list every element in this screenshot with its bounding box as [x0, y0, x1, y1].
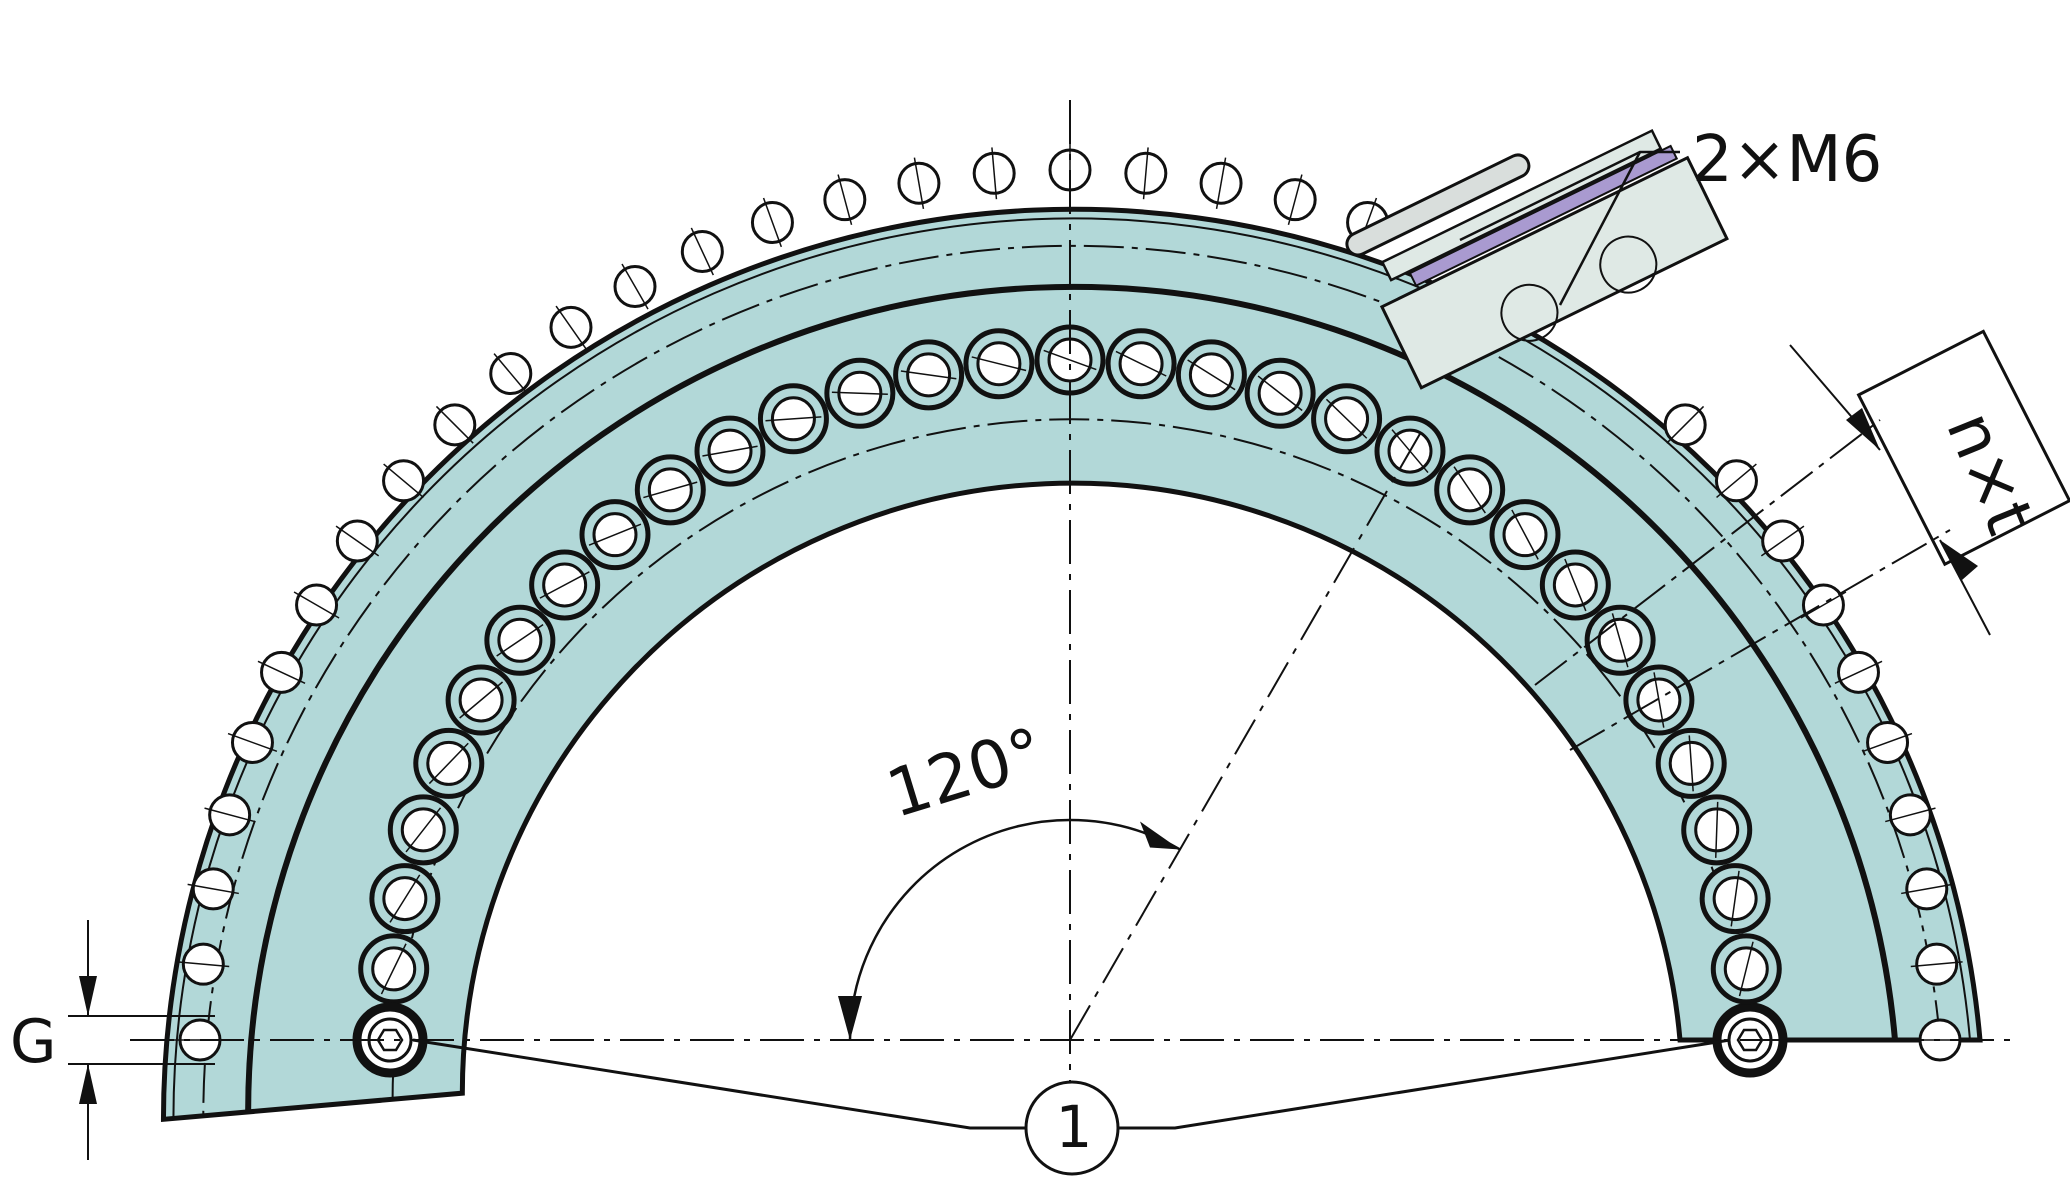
nt-arrow-top: [1846, 408, 1880, 450]
inner-bolt-hole: [445, 664, 517, 736]
outer-bolt-hole: [972, 147, 1016, 200]
outer-bolt-hole: [613, 263, 657, 310]
outer-bolt-hole: [1885, 793, 1936, 837]
inner-bolt-hole: [893, 339, 965, 411]
clamp-layer: [1345, 128, 1729, 390]
outer-bolt-hole: [293, 583, 340, 627]
inner-bolt-hole: [1584, 604, 1656, 676]
inner-bolt-hole: [1710, 933, 1782, 1005]
inner-bolt-hole: [413, 727, 485, 799]
outer-bolt-hole: [177, 942, 230, 986]
angle-arrowhead-left: [838, 996, 862, 1040]
nt-centerline-b: [1569, 529, 1951, 751]
outer-bolt-hole: [1760, 519, 1805, 563]
outer-bolt-hole: [382, 459, 426, 503]
outer-bolt-hole: [1714, 459, 1758, 503]
holes-layer: [174, 144, 1966, 1078]
inner-bolt-hole: [1699, 863, 1771, 935]
inner-bolt-hole: [579, 499, 651, 571]
inner-bolt-hole: [634, 454, 706, 526]
bearing-ring: [160, 206, 1983, 1123]
inner-bolt-hole: [1623, 664, 1695, 736]
inner-bolt-hole: [1681, 794, 1753, 866]
outer-bolt-hole: [750, 197, 794, 248]
outer-bolt-hole: [1901, 867, 1953, 911]
dimension-g-label: G: [10, 1007, 57, 1077]
inner-bolt-hole: [757, 383, 829, 455]
inner-bolt-hole: [1434, 454, 1506, 526]
outer-bolt-hole: [227, 720, 278, 764]
inner-bolt-hole: [352, 1002, 428, 1078]
angle-arc: [848, 818, 1181, 1041]
inner-bolt-hole: [1539, 549, 1611, 621]
outer-bolt-hole: [1663, 403, 1707, 447]
outer-bolt-hole: [1273, 174, 1317, 225]
inner-bolt-hole: [1244, 357, 1316, 429]
inner-bolt-hole: [1034, 324, 1106, 396]
outer-bolt-hole: [1124, 147, 1168, 200]
outer-bolt-hole: [897, 157, 941, 209]
outer-bolt-hole: [549, 305, 593, 350]
inner-bolt-hole: [1712, 1002, 1788, 1078]
outer-bolt-hole: [489, 352, 533, 396]
nt-arrow-bottom: [1940, 540, 1978, 580]
outer-bolt-hole: [257, 650, 306, 694]
angled-centerline: [1069, 433, 1421, 1041]
nt-dim-line-bottom: [1939, 539, 1991, 636]
outer-bolt-hole: [1862, 720, 1913, 764]
hole-spec-box: [1856, 329, 2070, 567]
outer-bolt-hole: [187, 867, 239, 911]
annotation-layer: [68, 100, 2070, 1176]
outer-bolt-hole: [1834, 650, 1883, 694]
ring-step-line: [245, 283, 1898, 1112]
inner-bolt-hole: [1311, 383, 1383, 455]
m6-leader-b: [1558, 151, 1642, 306]
inner-bolt-hole: [369, 863, 441, 935]
thread-callout-label: 2×M6: [1692, 123, 1883, 197]
inner-bolt-hole: [824, 357, 896, 429]
dim-g-arrow-top: [79, 976, 97, 1016]
outer-bolt-hole: [823, 174, 867, 225]
callout-leader-right: [1118, 1038, 1731, 1130]
outer-bolt-hole: [204, 793, 255, 837]
inner-bolt-hole: [694, 415, 766, 487]
item-number-label: 1: [1055, 1093, 1093, 1161]
outer-pitch-circle: [202, 244, 1941, 1116]
ring-chamfer-line: [172, 217, 1971, 1119]
outer-bolt-hole: [1910, 942, 1963, 986]
clamp-pin: [1345, 153, 1531, 257]
dim-g-arrow-bottom: [79, 1064, 97, 1104]
inner-bolt-hole: [387, 794, 459, 866]
inner-bolt-hole: [1489, 499, 1561, 571]
outer-bolt-hole: [1800, 583, 1847, 627]
inner-bolt-hole: [529, 549, 601, 621]
callout-leader-left: [412, 1038, 1026, 1130]
mounting-clamp: [1345, 128, 1729, 390]
angle-arrowhead-top: [1140, 821, 1180, 850]
outer-bolt-hole: [680, 227, 724, 276]
outer-bolt-hole: [1199, 157, 1243, 209]
inner-bolt-hole: [358, 933, 430, 1005]
inner-bolt-hole: [963, 328, 1035, 400]
inner-bolt-hole: [1105, 328, 1177, 400]
nt-centerline-a: [1534, 419, 1881, 686]
inner-bolt-hole: [1175, 339, 1247, 411]
outer-bolt-hole: [433, 403, 477, 447]
outer-bolt-hole: [335, 519, 380, 563]
inner-bolt-hole: [484, 604, 556, 676]
inner-bolt-hole: [1655, 727, 1727, 799]
